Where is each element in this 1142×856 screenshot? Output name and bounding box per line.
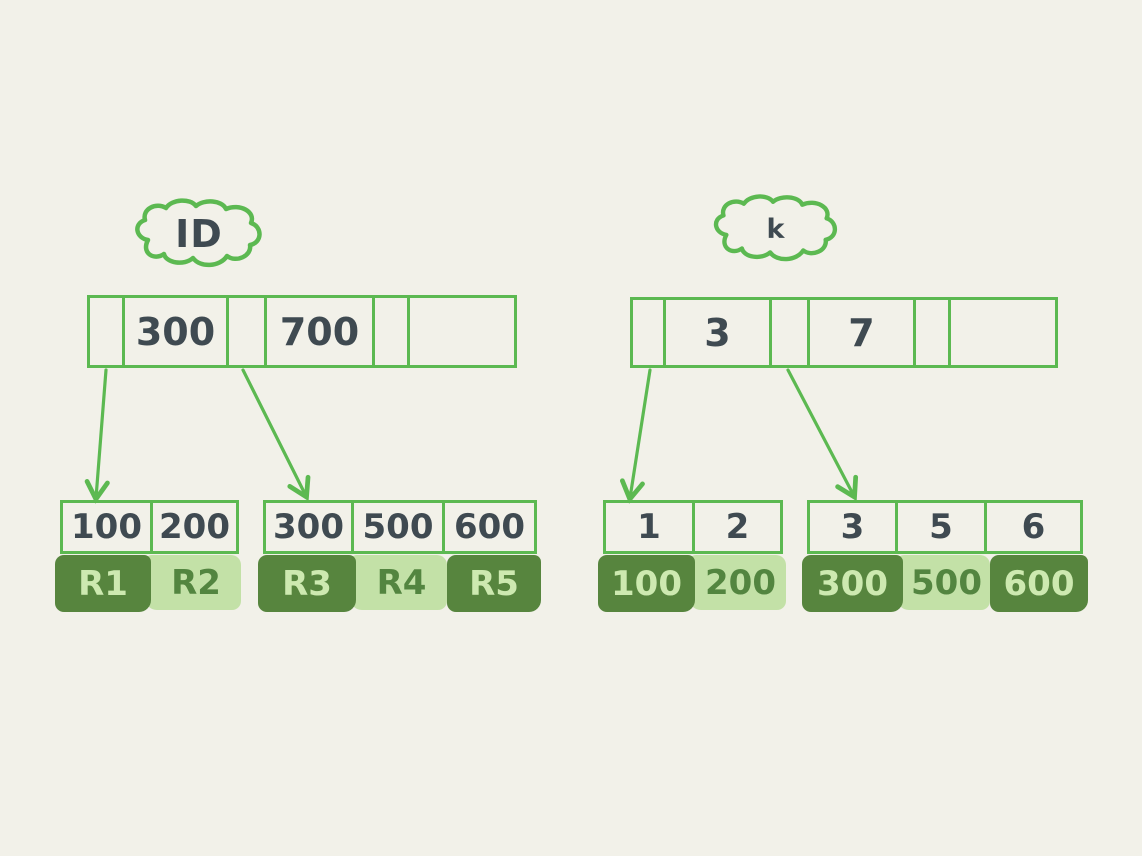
leaf-key-cell: 200 xyxy=(153,500,239,554)
cloud-shape-icon xyxy=(713,194,838,262)
root-cell xyxy=(375,295,410,368)
root-cell xyxy=(951,297,1058,368)
index-name-label: k xyxy=(766,213,786,245)
root-cell xyxy=(87,295,125,368)
leaf-key-cell: 500 xyxy=(354,500,445,554)
record-block: 600 xyxy=(990,555,1088,613)
record-row: R3 R4 R5 xyxy=(258,555,541,613)
index-name-label: ID xyxy=(175,212,223,256)
record-block: 300 xyxy=(802,555,903,613)
record-row: 300 500 600 xyxy=(802,555,1088,613)
leaf-key-cell: 100 xyxy=(60,500,153,554)
leaf-key-cell: 1 xyxy=(603,500,695,554)
leaf-key-cell: 300 xyxy=(263,500,354,554)
pointer-arrow xyxy=(786,368,859,502)
leaf-key-cell: 2 xyxy=(695,500,783,554)
root-cell xyxy=(630,297,666,368)
root-cell: 300 xyxy=(125,295,229,368)
root-cell xyxy=(772,297,810,368)
leaf-key-cell: 600 xyxy=(445,500,537,554)
record-block: R1 xyxy=(55,555,151,613)
leaf-node: 3 5 6 xyxy=(807,500,1083,554)
root-node: 3 7 xyxy=(630,297,1058,368)
root-cell: 3 xyxy=(666,297,772,368)
pointer-arrow xyxy=(619,368,652,504)
leaf-key-cell: 3 xyxy=(807,500,898,554)
root-cell: 700 xyxy=(267,295,375,368)
pointer-arrow xyxy=(84,368,110,504)
cloud-shape-icon xyxy=(135,198,262,268)
record-block: 100 xyxy=(598,555,695,613)
record-row: 100 200 xyxy=(598,555,786,613)
pointer-arrow xyxy=(241,368,311,502)
record-block: R5 xyxy=(447,555,541,613)
record-block: R4 xyxy=(350,555,447,610)
root-cell xyxy=(916,297,951,368)
root-cell: 7 xyxy=(810,297,916,368)
leaf-node: 1 2 xyxy=(603,500,783,554)
record-block: R2 xyxy=(145,555,241,610)
leaf-node: 100 200 xyxy=(60,500,239,554)
record-row: R1 R2 xyxy=(55,555,241,613)
root-node: 300 700 xyxy=(87,295,517,368)
record-block: R3 xyxy=(258,555,356,613)
root-cell xyxy=(410,295,517,368)
root-cell xyxy=(229,295,267,368)
leaf-key-cell: 6 xyxy=(987,500,1083,554)
record-block: 500 xyxy=(897,555,990,610)
record-block: 200 xyxy=(689,555,786,610)
leaf-node: 300 500 600 xyxy=(263,500,537,554)
leaf-key-cell: 5 xyxy=(898,500,987,554)
